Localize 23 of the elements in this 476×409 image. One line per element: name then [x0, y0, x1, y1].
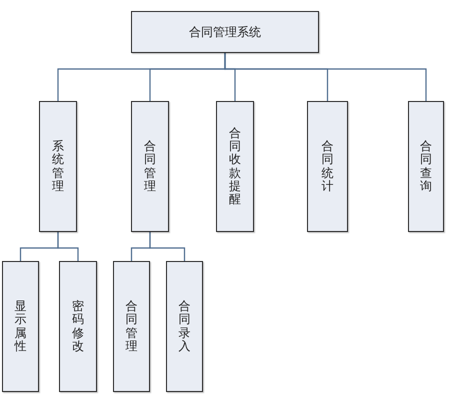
- module-label: 合同查询: [420, 140, 432, 193]
- module-box: [59, 261, 97, 392]
- module-box: [2, 261, 39, 392]
- connector-line: [149, 232, 186, 261]
- connector-line: [57, 232, 79, 261]
- module-label: 系统管理: [52, 140, 64, 193]
- module-label: 合同管理系统: [189, 24, 261, 40]
- module-label: 合同收款提醒: [229, 126, 241, 206]
- module-box: [216, 101, 254, 232]
- module-label: 合同录入: [178, 300, 190, 353]
- module-label: 合同管理: [144, 140, 156, 193]
- module-box: [39, 101, 77, 232]
- module-label: 密码修改: [72, 300, 84, 353]
- module-box: [307, 101, 348, 232]
- module-box: [131, 11, 319, 53]
- module-label: 合同管理: [126, 300, 138, 353]
- module-label: 显示属性: [14, 300, 26, 353]
- connector-line: [224, 53, 427, 101]
- module-box: [131, 101, 169, 232]
- module-box: [166, 261, 203, 392]
- module-label: 合同统计: [322, 140, 334, 193]
- module-box: [113, 261, 150, 392]
- module-box: [408, 101, 444, 232]
